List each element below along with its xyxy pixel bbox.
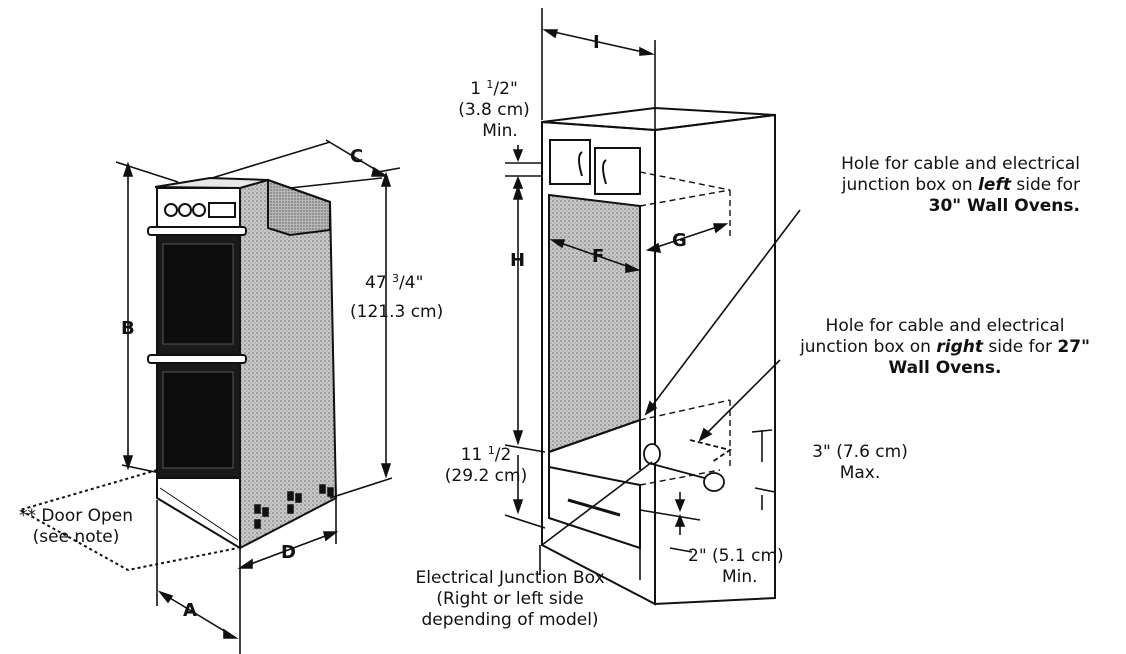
oven-display (208, 202, 236, 218)
oven-upper-handle (147, 226, 247, 236)
max-gap-label: 3" (7.6 cm) Max. (812, 442, 908, 483)
cabinet-upper-door-right (594, 147, 641, 195)
cabinet-side (654, 113, 776, 606)
cabinet-opening (548, 193, 641, 454)
oven-rear-box (267, 178, 331, 237)
junction-box-right (703, 472, 725, 492)
dimension-letter-d: D (281, 542, 296, 563)
oven-height-metric: (121.3 cm) (350, 302, 444, 322)
cabinet-dimension-lines (504, 8, 801, 580)
door-open-note: ** Door Open (see note) (18, 506, 134, 547)
dimension-letter-h: H (510, 250, 526, 271)
oven-dimension-lines (115, 139, 401, 654)
oven-bottom-connectors (254, 484, 334, 529)
dimension-letter-f: F (592, 246, 605, 267)
cabinet-drawing (541, 106, 776, 606)
junction-box-label: Electrical Junction Box (Right or left s… (415, 568, 605, 630)
dimension-letter-i: I (593, 32, 600, 53)
dimension-letter-a: A (183, 600, 197, 621)
min-gap-label: 2" (5.1 cm) Min. (688, 546, 784, 587)
junction-box-left (643, 443, 713, 481)
oven-knob-3 (192, 203, 206, 217)
oven-kick-plate (156, 477, 241, 550)
left-hole-note: Hole for cable and electrical junction b… (841, 154, 1080, 216)
wall-oven-drawing (147, 176, 338, 550)
bottom-gap-label: 11 1/2 (29.2 cm) (444, 444, 528, 486)
oven-control-panel (156, 187, 241, 231)
oven-knob-2 (178, 203, 192, 217)
right-hole-note: Hole for cable and electrical junction b… (800, 316, 1090, 378)
top-gap-label: 1 1/2" (3.8 cm) Min. (458, 78, 530, 141)
door-open-outline (17, 469, 239, 572)
dimension-letter-b: B (121, 318, 135, 339)
cabinet-upper-door-left (549, 139, 591, 185)
cabinet-top (541, 106, 776, 132)
oven-lower-handle (147, 354, 247, 364)
oven-height-imperial: 47 3/4" (365, 272, 424, 293)
oven-knob-1 (164, 203, 178, 217)
dimension-letter-g: G (672, 230, 687, 251)
dimension-letter-c: C (350, 146, 364, 167)
